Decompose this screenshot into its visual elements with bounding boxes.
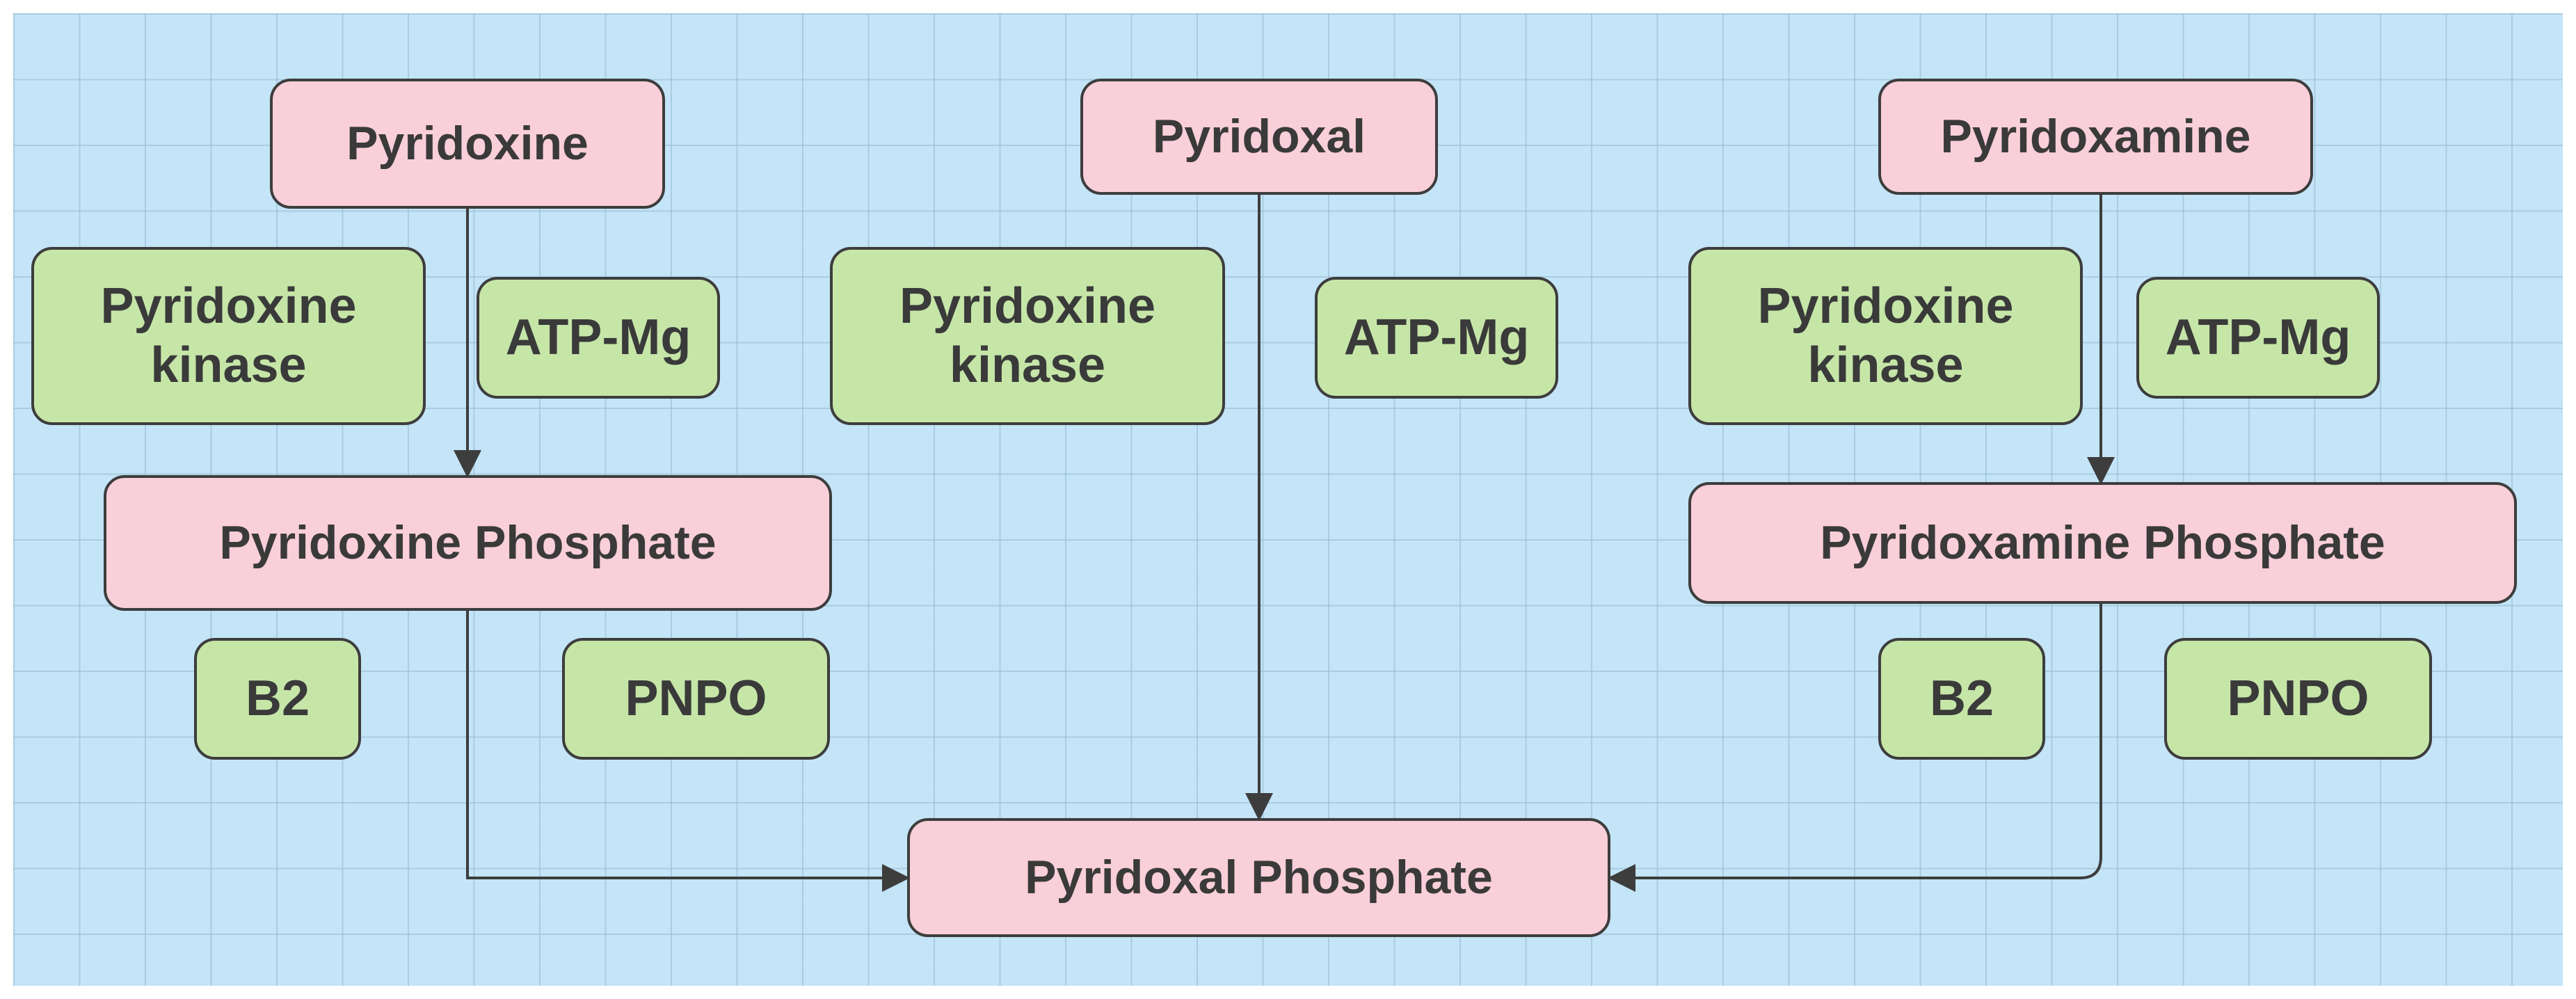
node-pyridoxine-phosphate-label: Pyridoxine Phosphate [219, 516, 717, 570]
factor-middle-atp-mg-label: ATP-Mg [1343, 310, 1530, 366]
factor-left-pyridoxine-kinase-text: Pyridoxine kinase [100, 277, 356, 395]
factor-left-kinase-line1: Pyridoxine [100, 278, 357, 335]
node-pyridoxamine-phosphate: Pyridoxamine Phosphate [1688, 482, 2517, 604]
node-pyridoxine: Pyridoxine [270, 79, 665, 209]
arrow-pyridoxine-phosphate-to-pyridoxal-phosphate [466, 611, 910, 892]
factor-left-kinase-line2: kinase [150, 337, 307, 393]
factor-right-pnpo: PNPO [2164, 638, 2432, 760]
node-pyridoxamine-phosphate-label: Pyridoxamine Phosphate [1820, 516, 2385, 570]
node-pyridoxine-label: Pyridoxine [346, 117, 589, 170]
factor-right-atp-mg: ATP-Mg [2136, 277, 2380, 399]
factor-left-pyridoxine-kinase: Pyridoxine kinase [31, 247, 426, 425]
factor-right-pyridoxine-kinase: Pyridoxine kinase [1688, 247, 2083, 425]
node-pyridoxal-label: Pyridoxal [1152, 110, 1366, 163]
node-pyridoxal-phosphate: Pyridoxal Phosphate [907, 818, 1610, 937]
factor-left-atp-mg-label: ATP-Mg [505, 310, 691, 366]
factor-middle-kinase-line2: kinase [949, 337, 1106, 393]
factor-right-pyridoxine-kinase-text: Pyridoxine kinase [1757, 277, 2013, 395]
factor-right-kinase-line1: Pyridoxine [1757, 278, 2014, 335]
factor-left-b2-label: B2 [245, 671, 310, 727]
factor-left-b2: B2 [194, 638, 361, 760]
factor-left-pnpo: PNPO [562, 638, 830, 760]
factor-left-atp-mg: ATP-Mg [477, 277, 720, 399]
factor-right-b2: B2 [1878, 638, 2045, 760]
node-pyridoxamine-label: Pyridoxamine [1940, 110, 2251, 163]
factor-middle-atp-mg: ATP-Mg [1315, 277, 1558, 399]
node-pyridoxamine: Pyridoxamine [1878, 79, 2313, 195]
node-pyridoxal: Pyridoxal [1080, 79, 1438, 195]
factor-right-atp-mg-label: ATP-Mg [2165, 310, 2351, 366]
node-pyridoxal-phosphate-label: Pyridoxal Phosphate [1025, 851, 1493, 904]
factor-right-b2-label: B2 [1929, 671, 1994, 727]
factor-right-kinase-line2: kinase [1807, 337, 1964, 393]
factor-middle-pyridoxine-kinase-text: Pyridoxine kinase [899, 277, 1155, 395]
factor-middle-pyridoxine-kinase: Pyridoxine kinase [830, 247, 1225, 425]
factor-middle-kinase-line1: Pyridoxine [899, 278, 1156, 335]
arrow-pyridoxamine-phosphate-to-pyridoxal-phosphate [1608, 604, 2102, 892]
factor-left-pnpo-label: PNPO [625, 671, 767, 727]
node-pyridoxine-phosphate: Pyridoxine Phosphate [104, 475, 832, 611]
factor-right-pnpo-label: PNPO [2227, 671, 2369, 727]
